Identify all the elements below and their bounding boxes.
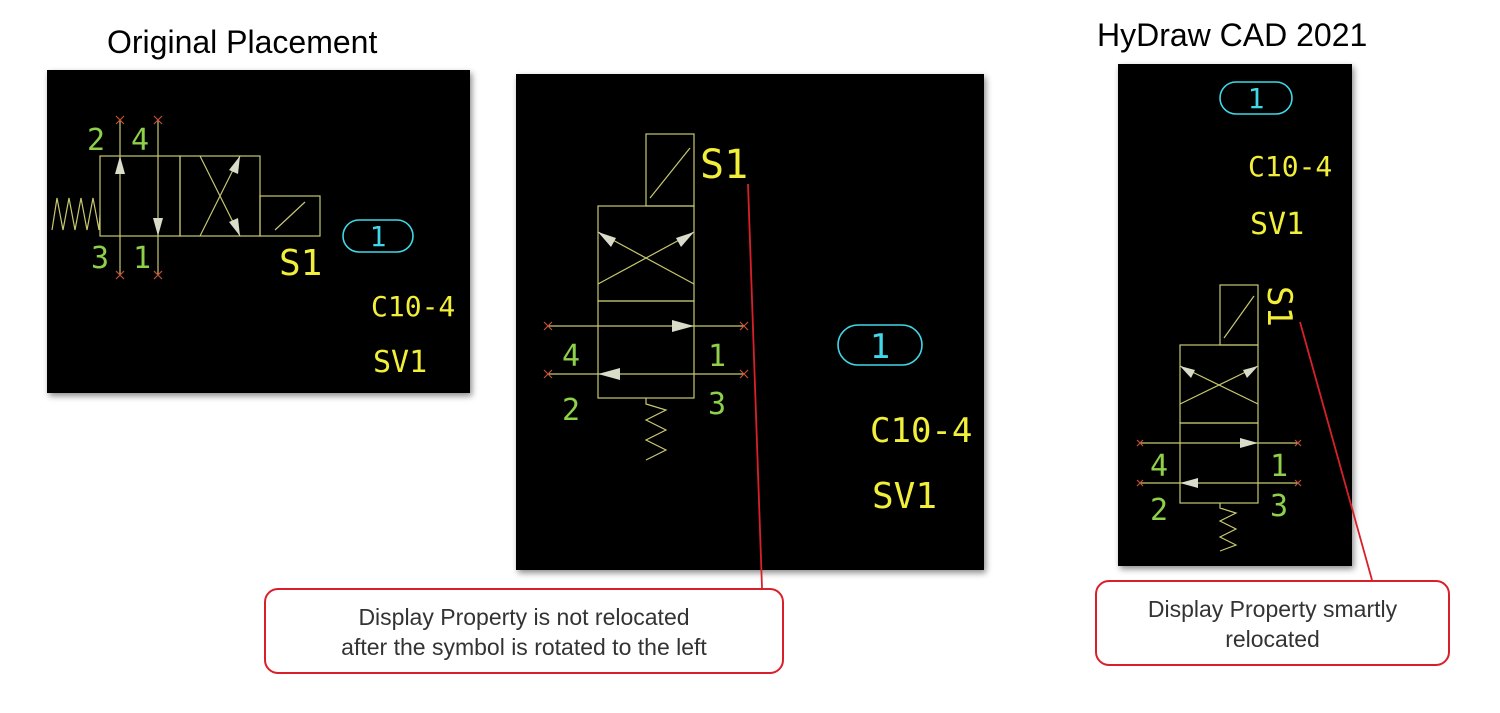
solenoid-tag-s1: S1 <box>700 142 748 188</box>
valve-symbol-rotated: 4 1 2 3 S1 1 C10-4 SV1 <box>543 133 972 517</box>
port-label-4: 4 <box>562 339 580 374</box>
spring-icon <box>1218 503 1238 552</box>
port-label-3: 3 <box>708 387 726 422</box>
item-balloon <box>837 324 923 366</box>
port-label-1: 1 <box>708 339 726 374</box>
heading-hydraw-cad: HyDraw CAD 2021 <box>1097 17 1368 53</box>
port-label-3: 3 <box>1270 489 1288 524</box>
port-label-1: 1 <box>133 241 151 276</box>
heading-original-placement: Original Placement <box>107 24 378 60</box>
port-label-2: 2 <box>87 123 105 158</box>
callout-smartly-relocated-line1: Display Property smartly <box>1147 596 1398 622</box>
item-balloon <box>342 219 414 253</box>
item-balloon-number: 1 <box>370 220 387 253</box>
item-balloon-number: 1 <box>1248 82 1265 115</box>
valve-symbol-original: 2 4 3 1 S1 1 C10-4 SV1 <box>51 115 455 380</box>
valve-tag-sv1: SV1 <box>373 345 427 380</box>
spring-icon <box>644 398 668 461</box>
solenoid-tag-s1: S1 <box>279 243 322 284</box>
callout-smartly-relocated: Display Property smartly relocated <box>1095 580 1450 666</box>
item-balloon <box>1219 81 1293 115</box>
port-label-2: 2 <box>562 393 580 428</box>
valve-tag-sv1: SV1 <box>872 476 937 517</box>
spring-icon <box>51 197 101 231</box>
part-number: C10-4 <box>1248 150 1332 183</box>
part-number: C10-4 <box>870 411 972 451</box>
solenoid-tag-s1: S1 <box>1259 286 1299 327</box>
callout-not-relocated-line1: Display Property is not relocated <box>358 604 690 630</box>
part-number: C10-4 <box>371 290 455 323</box>
item-balloon-number: 1 <box>870 327 890 367</box>
callout-not-relocated-line2: after the symbol is rotated to the left <box>341 634 707 660</box>
valve-symbol-hydraw: 1 C10-4 SV1 4 1 2 3 S1 <box>1136 81 1332 552</box>
valve-tag-sv1: SV1 <box>1250 207 1304 242</box>
port-label-4: 4 <box>131 123 149 158</box>
callout-not-relocated: Display Property is not relocated after … <box>264 588 784 674</box>
port-label-2: 2 <box>1150 493 1168 528</box>
cad-panel-rotated: 4 1 2 3 S1 1 C10-4 SV1 <box>516 74 984 570</box>
port-label-1: 1 <box>1270 449 1288 484</box>
cad-panel-original: 2 4 3 1 S1 1 C10-4 SV1 <box>47 70 470 393</box>
solenoid-icon <box>645 133 695 207</box>
port-label-3: 3 <box>91 241 109 276</box>
callout-smartly-relocated-line2: relocated <box>1225 626 1320 652</box>
solenoid-icon <box>259 195 321 237</box>
port-label-4: 4 <box>1150 449 1168 484</box>
cad-panel-hydraw: 1 C10-4 SV1 4 1 2 3 S1 <box>1118 64 1352 566</box>
